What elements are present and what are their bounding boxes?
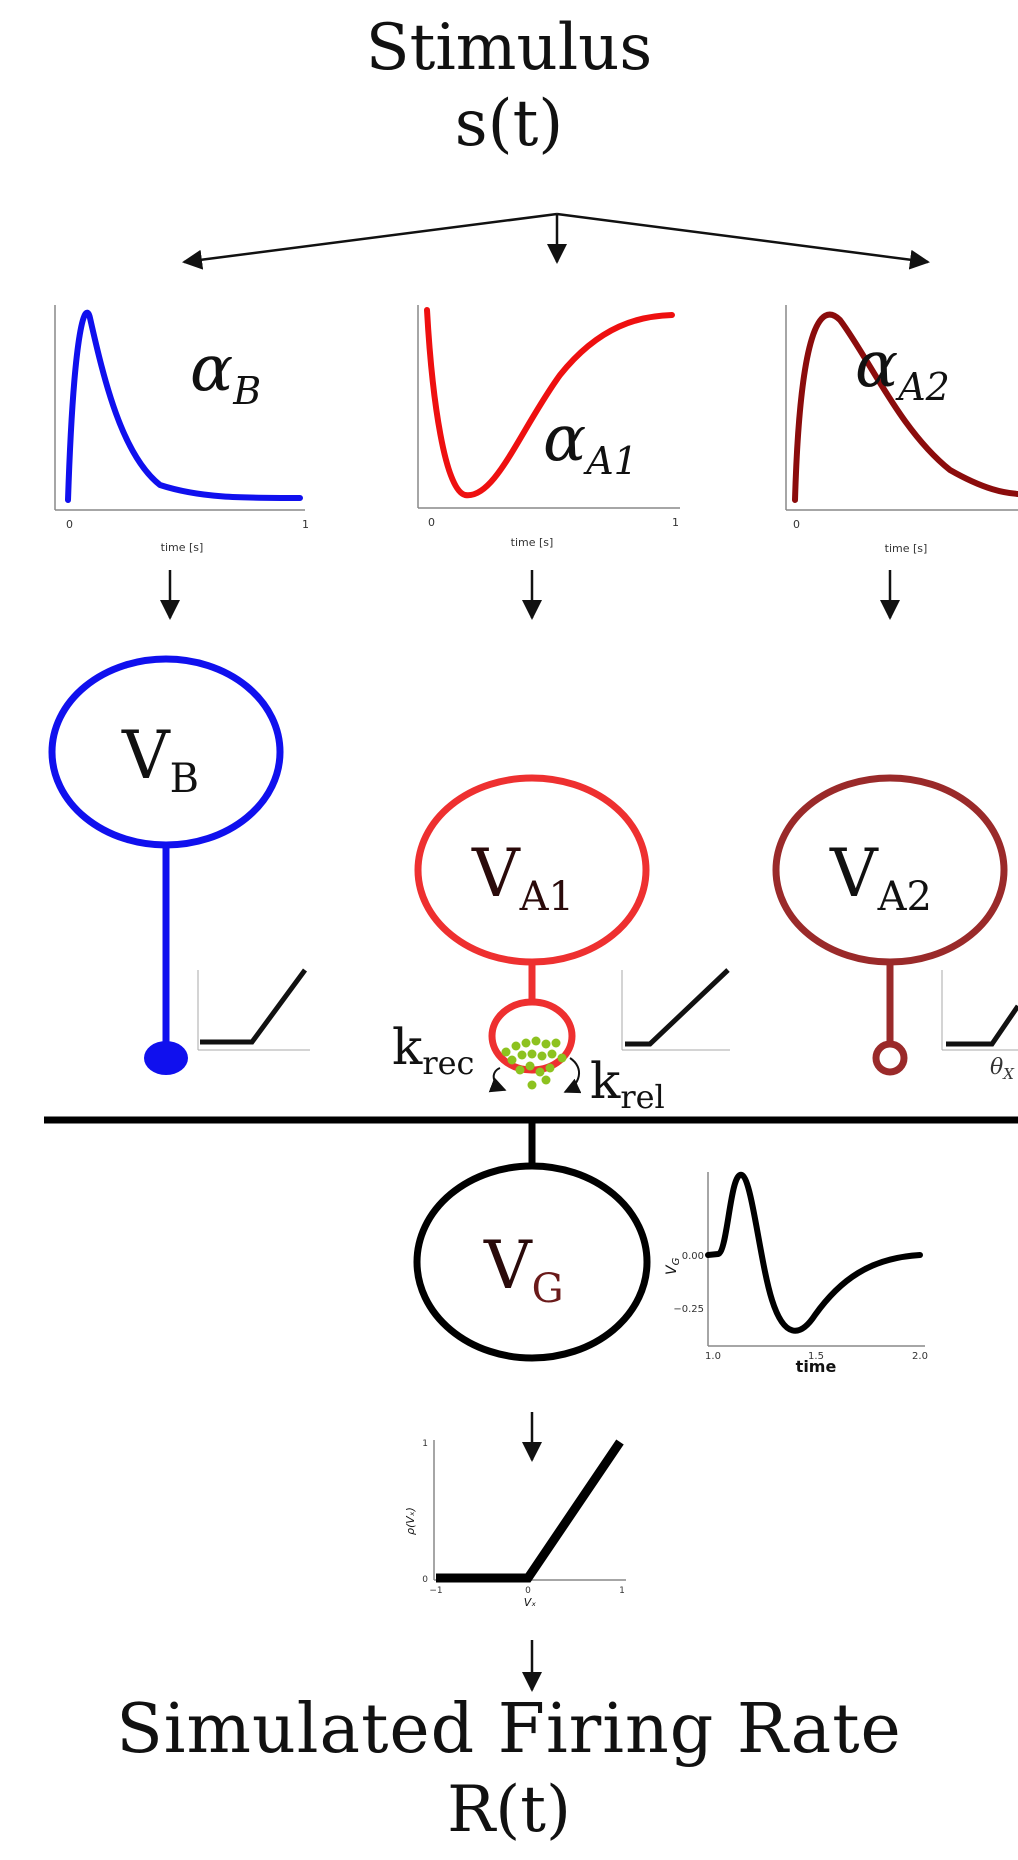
tick-start-b: 0 [66, 518, 73, 531]
node-b-terminal [144, 1041, 188, 1075]
node-a1-label: VA1 [471, 835, 574, 920]
vg-ylabel: VG [664, 1257, 682, 1275]
arrow-to-b [182, 212, 558, 270]
rate-ytick-1: 1 [422, 1439, 428, 1449]
filter-curve-a2 [792, 311, 1018, 503]
node-a1: VA1 [414, 774, 650, 1074]
filter-curve-a1 [424, 307, 675, 499]
vesicle-cluster [501, 1036, 567, 1090]
vg-xtick-2: 2.0 [912, 1351, 928, 1362]
rate-constants: krec krel [392, 1018, 665, 1116]
node-a1-circle [414, 774, 650, 966]
relu-plot-a2: θX [941, 970, 1018, 1083]
tick-start-a2: 0 [793, 518, 800, 531]
xaxis-label-a1: time [s] [511, 536, 554, 549]
relu-curve-a1 [625, 968, 730, 1047]
rate-nonlinearity-plot: 1 0 −1 0 1 Vₓ ρ(Vₓ) [404, 1439, 626, 1609]
arrow-to-a2 [556, 212, 930, 270]
relu-curve-a2 [946, 1004, 1018, 1047]
node-a2: VA2 [772, 774, 1008, 1076]
filter-symbol-a2: αA2 [855, 328, 950, 409]
node-b: VB [48, 655, 284, 1075]
node-g: VG [413, 1162, 651, 1362]
relu-plot-b [197, 968, 310, 1051]
firing-rate-formula: R(t) [447, 1773, 571, 1847]
relu-curve-b [200, 968, 308, 1045]
vg-xlabel: time [796, 1357, 837, 1376]
vg-ytick-1: −0.25 [673, 1304, 704, 1315]
node-a2-circle [772, 774, 1008, 966]
stimulus-formula: s(t) [454, 87, 564, 161]
vg-curve [705, 1172, 923, 1334]
filter-plot-a1: αA1 0 1 time [s] [417, 305, 680, 549]
filter-plot-b: αB 0 1 time [s] [54, 305, 309, 554]
node-b-label: VB [121, 717, 199, 802]
relu-plot-a1 [621, 968, 730, 1051]
k-rel-label: krel [590, 1052, 665, 1116]
node-g-circle [413, 1162, 651, 1362]
k-rec-arrow [488, 1067, 507, 1093]
stimulus-branch-arrows [182, 212, 930, 270]
threshold-label: θX [990, 1055, 1015, 1083]
node-g-label: VG [483, 1227, 564, 1312]
filter-to-node-arrows [160, 570, 900, 620]
tick-end-a1: 1 [672, 516, 679, 529]
k-rec-label: krec [392, 1018, 474, 1082]
rate-curve [436, 1439, 624, 1583]
rate-ytick-0: 0 [422, 1575, 428, 1585]
rate-xtick-2: 1 [619, 1586, 625, 1596]
xaxis-label-a2: time [s] [885, 542, 928, 555]
rate-xlabel: Vₓ [524, 1596, 537, 1609]
filter-symbol-a1: αA1 [543, 402, 638, 483]
rate-xtick-0: −1 [429, 1586, 442, 1596]
xaxis-label-b: time [s] [161, 541, 204, 554]
node-a2-label: VA2 [829, 835, 932, 920]
rate-xtick-1: 0 [525, 1586, 531, 1596]
vg-response-plot: 0.00 −0.25 1.0 1.5 2.0 time VG [664, 1172, 928, 1376]
tick-start-a1: 0 [428, 516, 435, 529]
vg-xtick-0: 1.0 [705, 1351, 721, 1362]
filter-symbol-b: αB [190, 332, 261, 413]
rate-ylabel: ρ(Vₓ) [404, 1507, 417, 1535]
filter-plot-a2: αA2 0 time [s] [785, 305, 1018, 555]
filter-curve-b [65, 309, 303, 503]
stimulus-title: Stimulus [365, 11, 653, 85]
firing-rate-title: Simulated Firing Rate [116, 1690, 902, 1769]
tick-end-b: 1 [302, 518, 309, 531]
vg-xtick-1: 1.5 [808, 1351, 824, 1362]
k-rel-arrow [563, 1057, 582, 1094]
vg-ytick-0: 0.00 [682, 1251, 704, 1262]
node-a2-terminal [872, 1040, 908, 1076]
